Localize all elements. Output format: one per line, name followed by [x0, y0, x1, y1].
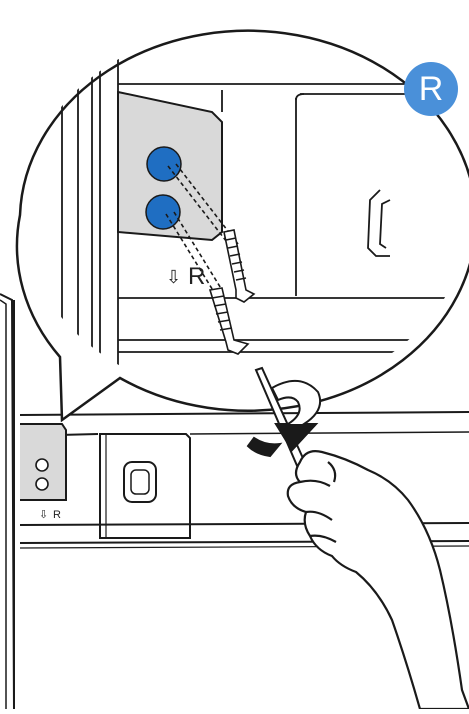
bracket-mark-arrow: ⇩ [39, 509, 48, 521]
step-badge: R [404, 62, 458, 116]
zoom-mark-letter: R [188, 263, 205, 290]
bracket-mark-letter: R [53, 509, 61, 521]
hand-icon [288, 451, 469, 709]
step-letter: R [419, 72, 444, 106]
zoom-mark-arrow: ⇩ [166, 267, 181, 287]
zoom-callout [17, 31, 469, 420]
screw-hole-upper [147, 147, 181, 181]
